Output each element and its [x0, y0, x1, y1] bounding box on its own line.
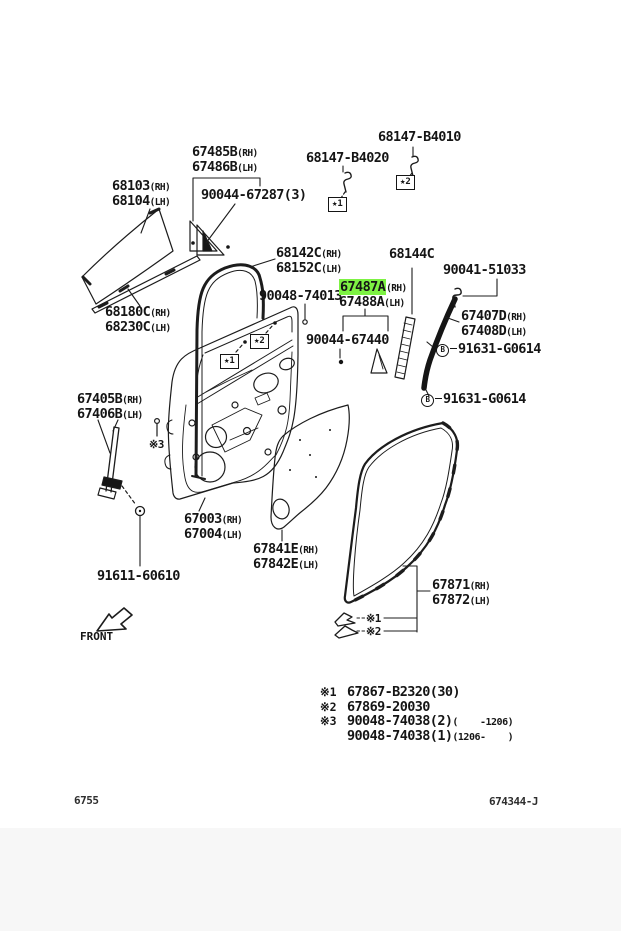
label-screw-67287: 90044-67287(3)	[201, 187, 307, 203]
leader-dash	[435, 398, 442, 399]
guide-rail-drawing	[97, 426, 137, 506]
note-row: 90048-74038(1)(1206- )	[347, 727, 514, 744]
page-code-right: 674344-J	[489, 795, 538, 808]
belt-molding-drawing	[91, 255, 201, 314]
door-glass-drawing	[81, 207, 174, 305]
label-weatherstrip: 67871(RH) 67872(LH)	[432, 577, 491, 608]
label-belt-molding: 68180C(RH) 68230C(LH)	[105, 304, 171, 335]
label-retainer: 67407D(RH) 67408D(LH)	[461, 308, 527, 339]
label-packing-67440: 90044-67440	[306, 332, 389, 348]
label-68144c: 68144C	[389, 246, 435, 262]
page-code-left: 6755	[74, 794, 99, 807]
star1-box-top: ★1	[328, 197, 347, 212]
label-division-bar-highlighted: 67487A(RH) 67488A(LH)	[339, 279, 407, 310]
label-glass: 68103(RH) 68104(LH)	[112, 178, 171, 209]
label-front-sash: 67485B(RH) 67486B(LH)	[192, 144, 258, 175]
leader-lines	[97, 146, 498, 633]
star1-box-door: ★1	[220, 354, 239, 369]
leader-dash	[450, 348, 457, 349]
mark-1-clip: ※1	[366, 612, 381, 625]
weatherstrip-drawing	[343, 421, 460, 604]
label-clip-b4010: 68147-B4010	[378, 129, 461, 145]
circled-b-icon: B	[421, 394, 434, 407]
door-panel-drawing	[164, 306, 299, 500]
label-hole-cover: 67841E(RH) 67842E(LH)	[253, 541, 319, 572]
front-arrow-icon	[96, 607, 133, 632]
label-run-channel: 68142C(RH) 68152C(LH)	[276, 245, 342, 276]
label-screw-74013: 90048-74013	[259, 288, 342, 304]
mark-3: ※3	[149, 438, 164, 451]
page-bottom-band	[0, 828, 621, 931]
label-screw-60610: 91611-60610	[97, 568, 180, 584]
front-label: FRONT	[80, 630, 114, 643]
star2-box-door: ★2	[250, 334, 269, 349]
hole-cover-drawing	[270, 404, 350, 530]
label-screw-51033: 90041-51033	[443, 262, 526, 278]
mark-2-clip: ※2	[366, 625, 381, 638]
retainer-strip-drawing	[421, 296, 458, 391]
circled-b-icon: B	[436, 344, 449, 357]
label-door-panel: 67003(RH) 67004(LH)	[184, 511, 243, 542]
division-bar-drawing	[394, 316, 416, 380]
glass-run-drawing	[191, 263, 265, 480]
star2-box-top: ★2	[396, 175, 415, 190]
label-clip-b4020: 68147-B4020	[306, 150, 389, 166]
label-guide-rail: 67405B(RH) 67406B(LH)	[77, 391, 143, 422]
